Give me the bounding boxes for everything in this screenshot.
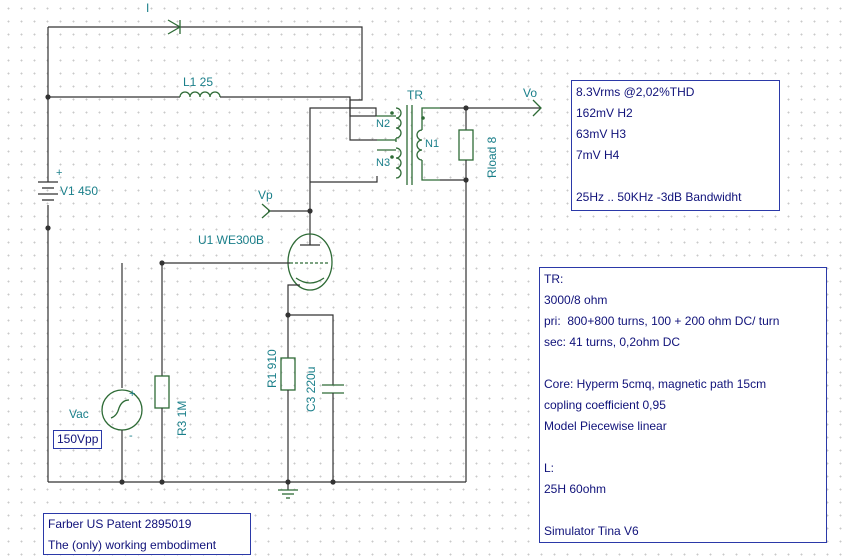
n3-label: N3	[376, 157, 390, 169]
ground-icon	[278, 482, 298, 499]
vp-label: Vp	[258, 188, 273, 202]
results-line: 8.3Vrms @2,02%THD	[576, 85, 695, 99]
transformer-tr	[376, 105, 440, 185]
c3-label: C3 220u	[304, 367, 318, 412]
tube-label: U1 WE300B	[198, 233, 264, 247]
tube-u1	[162, 233, 333, 291]
results-line: 162mV H2	[576, 106, 633, 120]
results-line: 7mV H4	[576, 148, 620, 162]
info-line: Model Piecewise linear	[544, 419, 667, 433]
battery-label: V1 450	[60, 184, 98, 198]
n1-label: N1	[425, 138, 439, 150]
patent-note: Farber US Patent 2895019 The (only) work…	[43, 513, 251, 555]
info-note: TR: 3000/8 ohm pri: 800+800 turns, 100 +…	[539, 267, 827, 543]
info-line	[544, 353, 822, 374]
results-line	[576, 166, 775, 187]
info-line: sec: 41 turns, 0,2ohm DC	[544, 335, 681, 349]
info-line: 3000/8 ohm	[544, 293, 608, 307]
info-line: 25H 60ohm	[544, 482, 607, 496]
vp-probe	[261, 203, 310, 219]
inductor-label: L1 25	[183, 75, 213, 89]
info-line: copling coefficient 0,95	[544, 398, 666, 412]
rload-label: Rload 8	[485, 136, 499, 178]
vac-minus-sign: -	[129, 430, 133, 442]
info-line	[544, 437, 822, 458]
results-line: 25Hz .. 50KHz -3dB Bandwidht	[576, 190, 742, 204]
battery-plus-sign: +	[56, 167, 62, 179]
top-wire	[48, 19, 377, 141]
primary-wires	[307, 107, 378, 240]
vac-label: Vac	[69, 407, 89, 421]
results-line: 63mV H3	[576, 127, 627, 141]
info-line: L:	[544, 461, 555, 475]
vac-plus-sign: +	[129, 388, 135, 400]
output-load	[440, 99, 542, 482]
vac-value-box: 150Vpp	[53, 430, 103, 449]
info-line: Simulator Tina V6	[544, 524, 639, 538]
info-line: Core: Hyperm 5cmq, magnetic path 15cm	[544, 377, 767, 391]
results-note: 8.3Vrms @2,02%THD 162mV H2 63mV H3 7mV H…	[571, 80, 780, 211]
patent-line: The (only) working embodiment	[48, 538, 217, 552]
vo-label: Vo	[523, 86, 537, 100]
left-rail	[45, 27, 51, 482]
battery-v1	[38, 181, 58, 201]
grid-network	[101, 260, 170, 482]
n2-label: N2	[376, 118, 390, 130]
transformer-label: TR	[407, 88, 423, 102]
patent-line: Farber US Patent 2895019	[48, 517, 192, 531]
ground-rail	[48, 479, 466, 485]
cathode-network	[280, 284, 344, 482]
vac-value: 150Vpp	[57, 432, 99, 446]
r3-label: R3 1M	[175, 401, 189, 436]
current-arrow-label: I	[146, 1, 149, 15]
r1-label: R1 910	[265, 349, 279, 388]
inductor-l1	[48, 91, 376, 117]
info-line	[544, 500, 822, 521]
info-line: pri: 800+800 turns, 100 + 200 ohm DC/ tu…	[544, 314, 780, 328]
info-line: TR:	[544, 272, 564, 286]
